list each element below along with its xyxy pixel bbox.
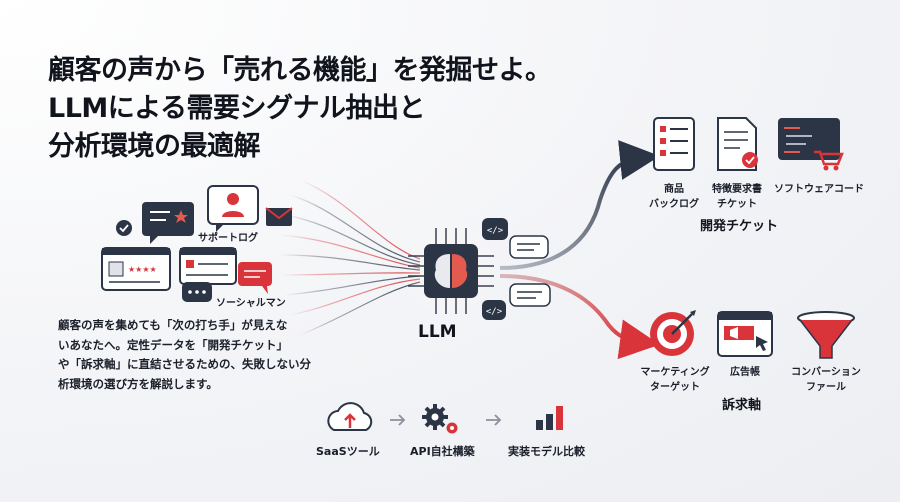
svg-text:★★★★: ★★★★ — [128, 265, 157, 274]
funnel-icon — [797, 311, 855, 359]
dev-group-label: 開発チケット — [700, 219, 779, 234]
description: 顧客の声を集めても「次の打ち手」が見えな いあなたへ。定性データを「開発チケット… — [58, 316, 318, 394]
target-icon — [650, 310, 696, 356]
gears-icon — [422, 404, 458, 434]
tool-compare-label: 実装モデル比較 — [508, 445, 585, 458]
close-tag-bubble-icon: </> — [482, 300, 506, 320]
llm-label: LLM — [418, 322, 457, 342]
arrow-right-icon — [390, 414, 406, 426]
dev-item-label: 商品バックログ — [649, 184, 699, 210]
input-flow-lines — [279, 179, 421, 336]
appeal-item-label: 広告帳 — [730, 367, 760, 378]
page-title: 顧客の声から「売れる機能」を発掘せよ。 LLMによる需要シグナル抽出と 分析環境… — [48, 52, 608, 166]
chat-bubble-icon — [509, 235, 549, 259]
description-line: 析環境の選び方を解説します。 — [58, 376, 218, 391]
appeal-item-label: マーケティングターゲット — [640, 367, 710, 393]
red-chat-icon — [238, 262, 272, 294]
dev-item-label: 特徴要求書チケット — [712, 184, 762, 210]
arrow-right-icon — [486, 414, 502, 426]
appeal-flow-arrow — [499, 274, 660, 360]
llm-chip-icon — [402, 222, 498, 318]
tool-saas-label: SaaSツール — [316, 445, 380, 458]
bar-chart-icon — [536, 406, 563, 430]
title-line: 分析環境の最適解 — [48, 131, 261, 162]
code-cart-icon — [778, 118, 844, 171]
chat-bubble-icon — [509, 283, 551, 307]
description-line: いあなたへ。定性データを「開発チケット」 — [58, 337, 288, 352]
appeal-item-label: コンバーションファール — [791, 367, 861, 393]
title-line: 顧客の声から「売れる機能」を発掘せよ。 — [48, 55, 552, 86]
dev-item-label: ソフトウェアコード — [774, 184, 864, 195]
dev-flow-arrow — [499, 140, 660, 270]
code-bubble-icon: </> — [482, 218, 508, 240]
support-log-label: サポートログ — [198, 233, 258, 244]
description-line: や「訴求軸」に直結させるための、失敗しない分 — [58, 357, 311, 371]
user-chat-icon — [207, 185, 259, 232]
title-line: LLMによる需要シグナル抽出と — [48, 93, 425, 124]
mail-icon — [265, 207, 293, 226]
svg-text:</>: </> — [486, 307, 503, 317]
document-list-icon — [653, 117, 695, 171]
social-listening-label: ソーシャルマン — [216, 298, 286, 309]
description-line: 顧客の声を集めても「次の打ち手」が見えな — [58, 318, 288, 332]
list-window-icon — [179, 247, 237, 285]
tool-api-label: API自社構築 — [410, 445, 475, 458]
dark-chat-icon — [182, 282, 212, 302]
svg-text:</>: </> — [487, 226, 504, 236]
star-chat-icon — [142, 202, 194, 244]
check-badge-icon — [116, 220, 132, 236]
appeal-group-label: 訴求軸 — [722, 398, 762, 413]
ad-banner-icon — [717, 311, 773, 357]
ticket-check-icon — [717, 117, 758, 171]
review-card-icon: ★★★★ — [101, 247, 171, 291]
cloud-upload-icon — [327, 402, 373, 431]
